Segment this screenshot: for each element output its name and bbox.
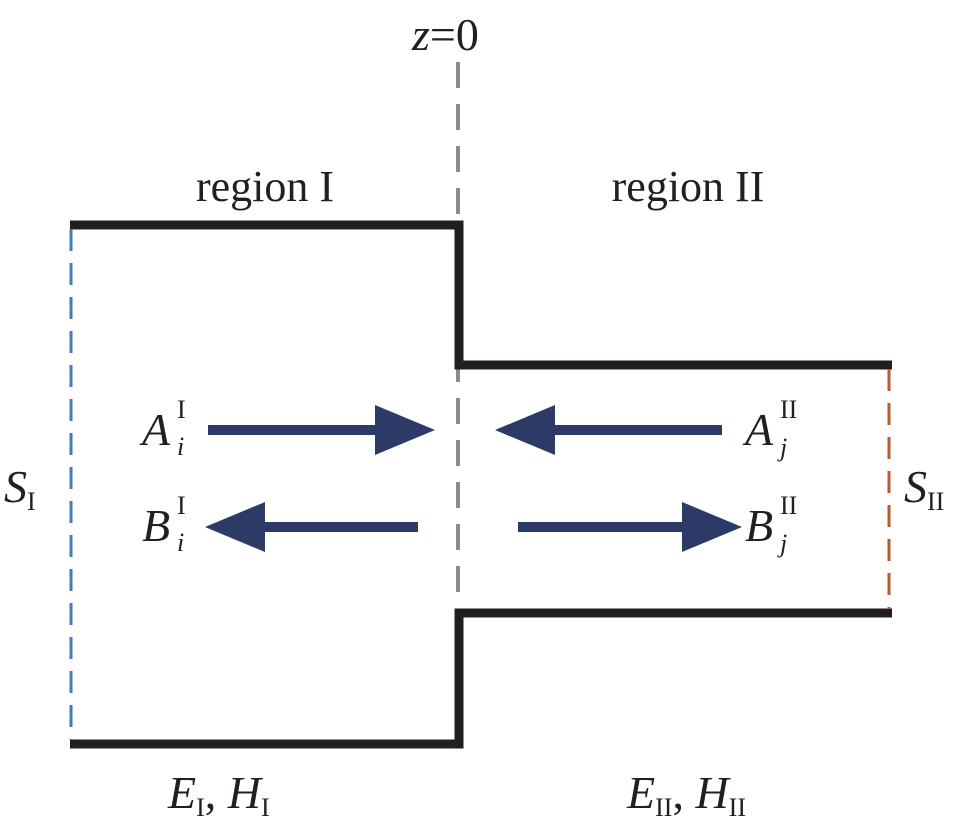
fields-region-2-separator: , [672, 767, 695, 818]
fields-region-2-e: E [626, 767, 655, 818]
label-a-region-1-index: i [177, 432, 184, 461]
fields-region-2-e-subscript: II [655, 793, 672, 822]
fields-region-1-e-subscript: I [196, 793, 205, 822]
label-a-region-2-superscript: II [780, 395, 797, 424]
label-b-region-1-superscript: I [177, 491, 186, 520]
fields-region-2-h: H [694, 767, 731, 818]
label-b-region-1: B I i [142, 491, 186, 557]
surface-s1-label: SI [4, 461, 36, 516]
region-2-label: region II [612, 162, 765, 211]
label-a-region-1: A I i [139, 395, 186, 461]
label-a-region-1-symbol: A [139, 404, 171, 455]
waveguide-top-wall [70, 220, 892, 370]
fields-region-2-label: EII, HII [626, 767, 746, 822]
label-b-region-2-symbol: B [745, 500, 773, 551]
label-a-region-2: A II j [742, 395, 797, 462]
interface-label-var: z [411, 9, 430, 60]
surface-s2-label: SII [904, 461, 944, 516]
region-1-label: region I [196, 162, 334, 211]
label-b-region-2-superscript: II [780, 491, 797, 520]
fields-region-1-separator: , [205, 767, 228, 818]
fields-region-1-h-subscript: I [261, 793, 270, 822]
label-a-region-2-index: j [777, 433, 787, 462]
label-a-region-2-symbol: A [742, 404, 774, 455]
label-b-region-2: B II j [745, 491, 797, 558]
interface-label: z=0 [411, 9, 479, 60]
interface-label-eq: =0 [430, 9, 479, 60]
label-a-region-1-superscript: I [177, 395, 186, 424]
surface-s2-subscript: II [927, 487, 944, 516]
label-b-region-2-index: j [777, 529, 787, 558]
label-b-region-1-symbol: B [142, 500, 170, 551]
label-b-region-1-index: i [177, 528, 184, 557]
surface-s1-subscript: I [27, 487, 36, 516]
fields-region-1-label: EI, HI [167, 767, 270, 822]
waveguide-bottom-wall [70, 608, 892, 749]
fields-region-2-h-subscript: II [729, 793, 746, 822]
fields-region-1-e: E [167, 767, 196, 818]
surface-s2-symbol: S [904, 461, 927, 512]
fields-region-1-h: H [227, 767, 264, 818]
surface-s1-symbol: S [4, 461, 27, 512]
